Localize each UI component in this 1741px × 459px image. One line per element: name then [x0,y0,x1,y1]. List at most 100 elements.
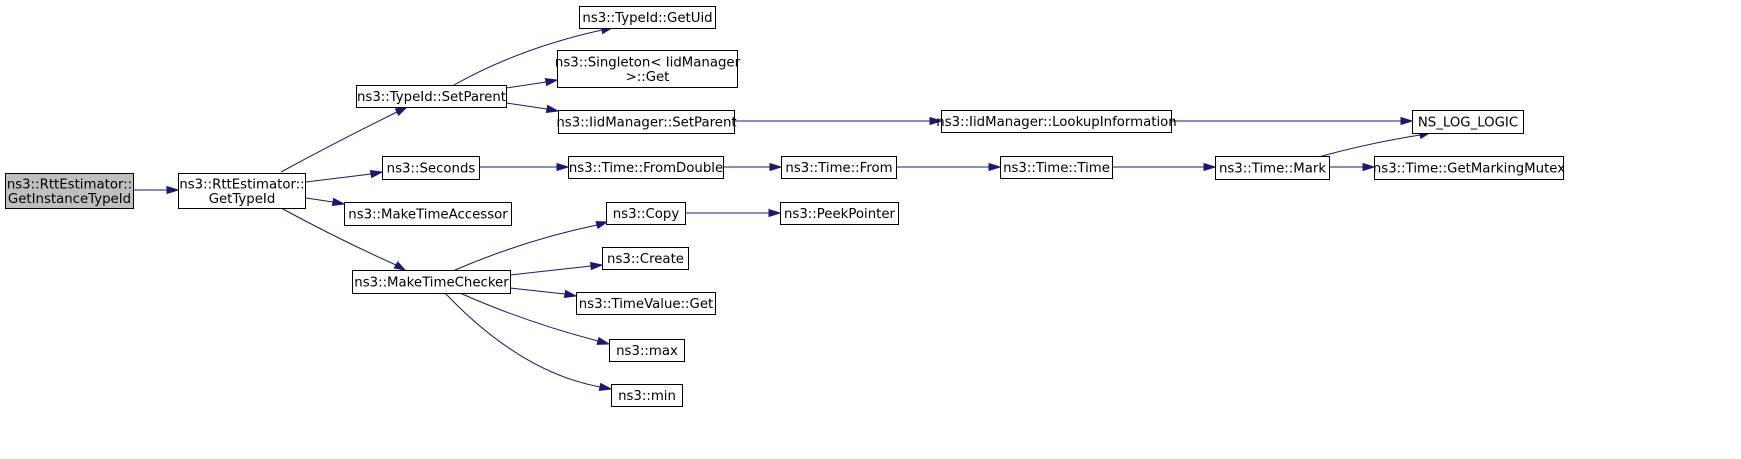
arrowhead-icon [598,382,613,392]
node-time-mark[interactable]: ns3::Time::Mark [1215,156,1330,180]
node-typeid-getuid[interactable]: ns3::TypeId::GetUid [579,6,716,29]
node-typeid-setparent[interactable]: ns3::TypeId::SetParent [356,85,507,108]
edge-rtt_get_instance-to-rtt_get_typeid [134,185,180,195]
node-box [781,156,897,179]
node-label: ns3::TypeId::GetUid [582,11,712,26]
node-copy[interactable]: ns3::Copy [606,202,686,225]
node-box [557,50,738,88]
arrowhead-icon [1203,162,1217,172]
edge-line [305,173,372,183]
node-box [1412,110,1524,134]
node-time-fromdouble[interactable]: ns3::Time::FromDouble [568,156,724,179]
node-create[interactable]: ns3::Create [602,247,689,270]
node-singleton-get[interactable]: ns3::Singleton< IidManager>::Get [555,50,741,88]
node-max[interactable]: ns3::max [609,339,685,362]
node-label: ns3::PeekPointer [784,207,896,222]
node-label: ns3::IidManager::LookupInformation [936,115,1176,130]
node-label: ns3::RttEstimator:: [7,177,132,192]
node-label: >::Get [626,70,670,85]
node-label: ns3::IidManager::SetParent [556,116,736,131]
arrowhead-icon [331,197,346,207]
node-time-from[interactable]: ns3::Time::From [781,156,897,179]
edge-line [459,292,599,342]
node-label: GetTypeId [209,192,276,207]
edge-make_time_checker-to-min [444,292,613,392]
edge-rtt_get_typeid-to-make_time_accessor [305,197,346,207]
edges-layer [134,25,1433,392]
edge-time_time-to-time_mark [1112,162,1217,172]
node-time-time[interactable]: ns3::Time::Time [1000,156,1113,179]
edge-line [305,197,334,203]
node-box [941,110,1172,133]
arrowhead-icon [595,221,609,230]
node-label: NS_LOG_LOGIC [1418,116,1518,131]
arrowhead-icon [393,261,407,271]
arrowhead-icon [1400,116,1414,126]
edge-seconds-to-time_fromdouble [479,162,570,172]
node-timevalue-get[interactable]: ns3::TimeValue::Get [576,292,716,315]
edge-rtt_get_typeid-to-seconds [305,169,384,183]
node-peekpointer[interactable]: ns3::PeekPointer [780,202,899,225]
edge-time_mark-to-ns_log_logic [1321,131,1433,157]
edge-line [505,81,547,89]
edge-time_from-to-time_time [896,162,1002,172]
node-box [5,173,134,209]
node-label: ns3::TypeId::SetParent [357,90,506,105]
edge-iidmanager_setparent-to-iid_lookupinfo [734,116,943,126]
edge-typeid_setparent-to-iidmanager_setparent [505,102,560,114]
node-label: ns3::MakeTimeAccessor [348,208,508,223]
node-iid-lookupinfo[interactable]: ns3::IidManager::LookupInformation [936,110,1177,133]
arrowhead-icon [988,162,1002,172]
node-min[interactable]: ns3::min [611,384,683,407]
edge-make_time_checker-to-timevalue_get [509,287,578,299]
edge-line [505,102,548,110]
node-box [178,173,306,209]
node-label: GetInstanceTypeId [8,192,131,207]
edge-time_mark-to-time_getmarkingmutex [1329,162,1376,172]
edge-time_fromdouble-to-time_from [723,162,783,172]
node-time-getmarkingmutex[interactable]: ns3::Time::GetMarkingMutex [1373,156,1565,180]
node-box [382,156,480,180]
arrowhead-icon [166,185,180,195]
node-label: ns3::Time::GetMarkingMutex [1373,162,1565,177]
node-box [356,85,507,108]
node-box [579,6,716,29]
arrowhead-icon [563,289,578,299]
arrowhead-icon [929,116,943,126]
node-box [576,292,716,315]
arrowhead-icon [1362,162,1376,172]
edge-rtt_get_typeid-to-make_time_checker [280,207,407,271]
node-rtt-get-typeid[interactable]: ns3::RttEstimator::GetTypeId [178,173,306,209]
node-label: ns3::RttEstimator:: [179,177,304,192]
node-label: ns3::Singleton< IidManager [555,55,741,70]
node-rtt-get-instance[interactable]: ns3::RttEstimator::GetInstanceTypeId [5,173,134,209]
edge-line [509,287,566,295]
arrowhead-icon [544,77,559,87]
edge-typeid_setparent-to-singleton_get [505,77,559,89]
edge-copy-to-peekpointer [685,208,782,218]
edge-line [509,265,592,276]
arrowhead-icon [768,208,782,218]
edge-line [453,29,603,86]
node-label: ns3::Seconds [387,162,476,177]
node-iidmanager-setparent[interactable]: ns3::IidManager::SetParent [556,110,737,134]
node-label: ns3::max [616,344,678,359]
node-make-time-accessor[interactable]: ns3::MakeTimeAccessor [344,202,512,226]
node-box [609,339,685,362]
node-box [352,270,511,294]
node-box [602,247,689,270]
node-make-time-checker[interactable]: ns3::MakeTimeChecker [352,270,511,294]
node-label: ns3::TimeValue::Get [579,297,714,312]
edge-line [1321,134,1421,157]
node-box [568,156,724,179]
nodes-layer: ns3::RttEstimator::GetInstanceTypeIdns3:… [5,6,1565,407]
node-ns-log-logic[interactable]: NS_LOG_LOGIC [1412,110,1524,134]
node-label: ns3::Copy [613,207,680,222]
node-label: ns3::Time::From [785,161,892,176]
arrowhead-icon [769,162,783,172]
node-seconds[interactable]: ns3::Seconds [382,156,480,180]
edge-line [444,292,601,388]
node-box [558,110,735,134]
arrowhead-icon [369,169,384,179]
